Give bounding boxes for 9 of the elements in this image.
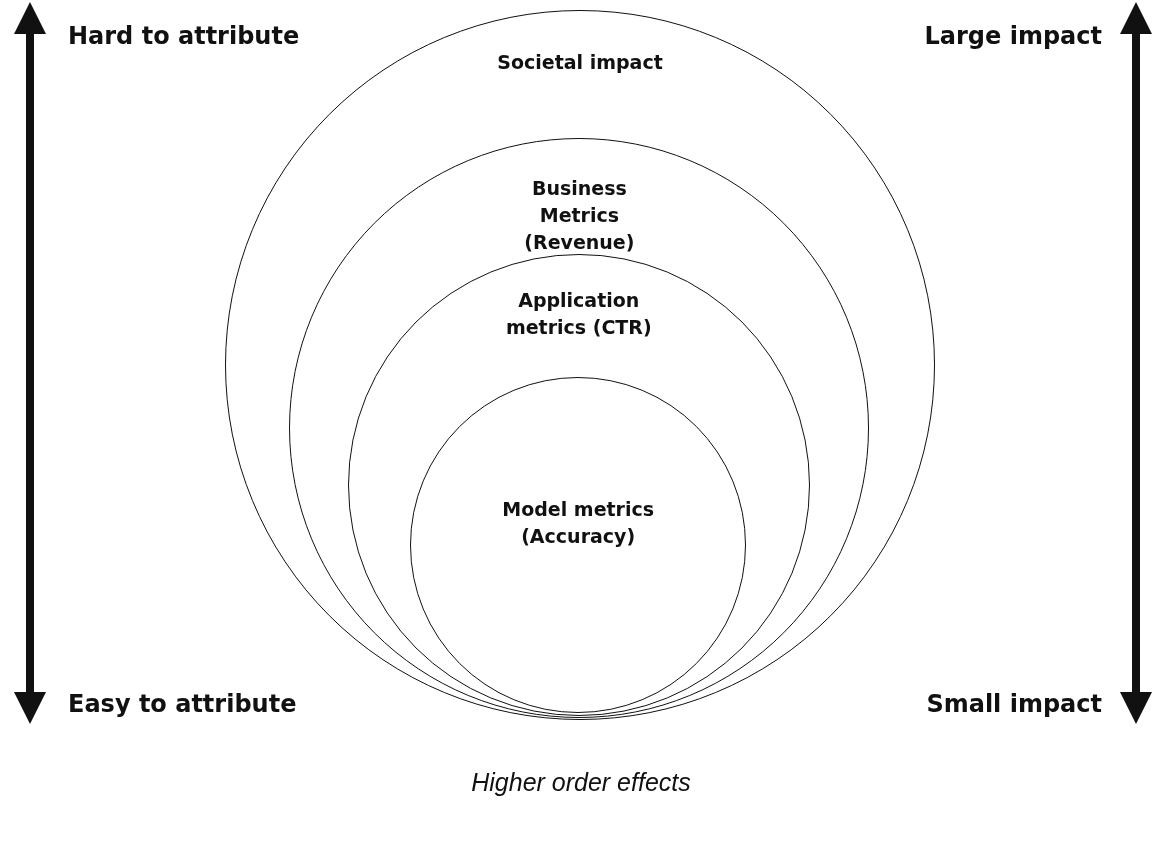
caption: Higher order effects (470, 768, 692, 797)
axis-label: Hard to attribute (68, 22, 300, 50)
circle-label: Application metrics (CTR) (504, 287, 653, 340)
circle-label: Business Metrics (Revenue) (523, 175, 636, 255)
axis-label: Easy to attribute (68, 690, 297, 718)
axis-label: Small impact (926, 690, 1102, 718)
circle-label: Model metrics (Accuracy) (501, 497, 656, 550)
axis-label: Large impact (924, 22, 1102, 50)
circle-label: Societal impact (496, 50, 664, 75)
